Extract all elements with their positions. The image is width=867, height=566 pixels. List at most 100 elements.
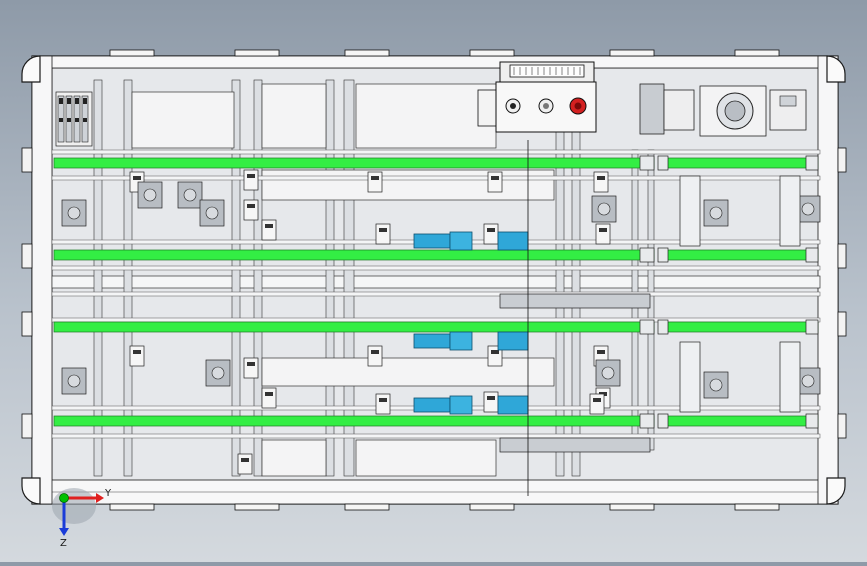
gear-motor-hub bbox=[211, 366, 225, 380]
blue-motor-coupling bbox=[497, 395, 529, 415]
sensor-window bbox=[593, 398, 601, 402]
terminal-block bbox=[55, 91, 93, 147]
blue-motor-gearbox bbox=[449, 231, 473, 251]
blue-motor-body bbox=[413, 397, 451, 413]
right-side-bracket bbox=[837, 311, 847, 337]
belt-roller bbox=[639, 247, 655, 263]
belt-roller bbox=[639, 413, 655, 429]
blue-drive-motors bbox=[413, 231, 529, 415]
sensor-window bbox=[379, 398, 387, 402]
gear-motor-hub bbox=[597, 202, 611, 216]
mounting-tabs bbox=[109, 49, 780, 511]
sensor-block bbox=[129, 345, 145, 367]
gear-motor-hub bbox=[143, 188, 157, 202]
sensor-block bbox=[367, 171, 383, 193]
sensor-window bbox=[597, 176, 605, 180]
belt-roller bbox=[805, 155, 819, 171]
sensor-window bbox=[379, 228, 387, 232]
sensor-window bbox=[265, 224, 273, 228]
gear-motor-hub bbox=[709, 378, 723, 392]
sensor-window bbox=[487, 228, 495, 232]
sensor-window bbox=[491, 176, 499, 180]
belt-roller bbox=[639, 319, 655, 335]
belt-roller bbox=[657, 155, 669, 171]
sensor-window bbox=[247, 362, 255, 366]
sensor-window bbox=[247, 204, 255, 208]
conveyor-belt-main bbox=[53, 157, 655, 169]
side-brackets bbox=[21, 147, 847, 439]
sensor-block bbox=[243, 169, 259, 191]
conveyor-belt-main bbox=[53, 249, 655, 261]
blue-motor-coupling bbox=[497, 231, 529, 251]
conveyor-belt-main bbox=[53, 321, 655, 333]
pusher-rail bbox=[499, 293, 651, 309]
top-mount-tab bbox=[734, 49, 780, 57]
sensor-window bbox=[599, 228, 607, 232]
top-mount-tab bbox=[344, 49, 390, 57]
guide-rail bbox=[51, 175, 821, 181]
guide-rail bbox=[51, 433, 821, 439]
sensor-window bbox=[247, 174, 255, 178]
sensor-block bbox=[375, 223, 391, 245]
top-mount-tab bbox=[469, 49, 515, 57]
conveyor-belt-transfer bbox=[663, 415, 819, 427]
transfer-modules bbox=[499, 175, 801, 453]
blue-motor-body bbox=[413, 233, 451, 249]
belt-roller bbox=[657, 319, 669, 335]
transfer-column bbox=[779, 341, 801, 413]
top-mount-tab bbox=[234, 49, 280, 57]
sensor-block bbox=[589, 393, 605, 415]
conveyor-belt-transfer bbox=[663, 249, 819, 261]
belt-roller bbox=[657, 413, 669, 429]
gear-motor-hub bbox=[709, 206, 723, 220]
gear-motor bbox=[703, 371, 729, 399]
sensor-block bbox=[243, 199, 259, 221]
belt-roller bbox=[805, 247, 819, 263]
bottom-mount-tab bbox=[109, 503, 155, 511]
gear-motor-hub bbox=[801, 374, 815, 388]
sensor-window bbox=[241, 458, 249, 462]
conveyor-belts bbox=[53, 155, 819, 429]
sensor-block bbox=[367, 345, 383, 367]
sensor-window bbox=[491, 350, 499, 354]
sensor-window bbox=[487, 396, 495, 400]
x-axis-dot bbox=[59, 493, 69, 503]
gear-motor-hub bbox=[67, 206, 81, 220]
belt-roller bbox=[805, 413, 819, 429]
bottom-mount-tab bbox=[609, 503, 655, 511]
right-side-bracket bbox=[837, 243, 847, 269]
gear-motor-hub bbox=[205, 206, 219, 220]
guide-rail bbox=[51, 317, 821, 323]
left-side-bracket bbox=[21, 413, 33, 439]
belt-roller bbox=[805, 319, 819, 335]
gear-motor-hub bbox=[601, 366, 615, 380]
sensor-block bbox=[375, 393, 391, 415]
transfer-column bbox=[679, 341, 701, 413]
sensor-block bbox=[487, 171, 503, 193]
sensor-window bbox=[371, 350, 379, 354]
bottom-mount-tab bbox=[344, 503, 390, 511]
mounting-plates bbox=[131, 83, 555, 477]
sensor-block bbox=[483, 223, 499, 245]
sensor-window bbox=[371, 176, 379, 180]
blue-motor-gearbox bbox=[449, 395, 473, 415]
transfer-column bbox=[679, 175, 701, 247]
sensor-block bbox=[243, 357, 259, 379]
guide-rail bbox=[51, 265, 821, 271]
right-side-bracket bbox=[837, 147, 847, 173]
sensor-block bbox=[483, 391, 499, 413]
sensor-block bbox=[261, 219, 277, 241]
sensor-block bbox=[261, 387, 277, 409]
right-side-bracket bbox=[837, 413, 847, 439]
guide-rail bbox=[51, 291, 821, 297]
blue-motor-gearbox bbox=[449, 331, 473, 351]
top-mount-tab bbox=[609, 49, 655, 57]
sensor-window bbox=[133, 350, 141, 354]
gear-motor-hub bbox=[67, 374, 81, 388]
blue-motor-coupling bbox=[497, 331, 529, 351]
coordinate-triad: Y Z bbox=[52, 488, 112, 549]
sensor-block bbox=[237, 453, 253, 475]
triad-label-y: Y bbox=[104, 488, 112, 499]
